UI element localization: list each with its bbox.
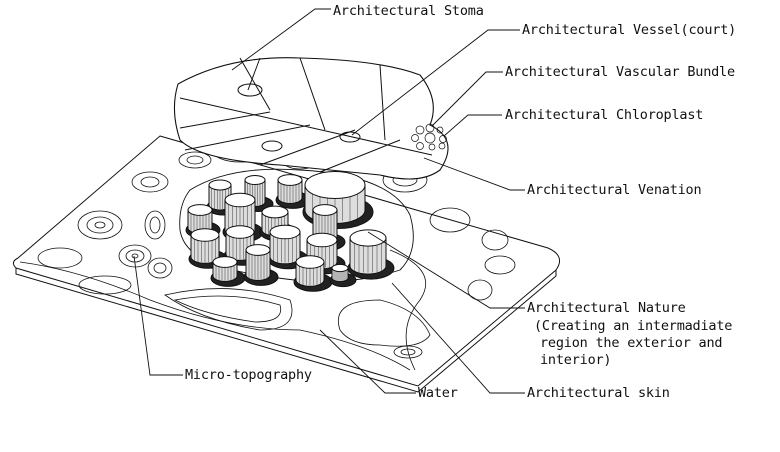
label-architectural-venation: Architectural Venation <box>527 182 702 198</box>
cylinder-top <box>245 244 271 256</box>
architectural-nature-region <box>179 168 414 282</box>
cylinder-top <box>312 204 338 216</box>
leader-nature <box>367 231 525 309</box>
cylinder-top <box>331 263 349 273</box>
micro-topography-contours <box>19 137 516 371</box>
cylinder-top <box>244 175 266 185</box>
label-architectural-nature: Architectural Nature <box>527 300 686 316</box>
cylinder-top <box>269 224 301 240</box>
cylinder-top <box>306 232 338 248</box>
cylinder-top <box>212 256 238 268</box>
leader-skin <box>391 282 525 394</box>
leader-water <box>319 329 416 394</box>
label-architectural-vascular-bundle: Architectural Vascular Bundle <box>505 64 735 80</box>
leader-vascular-bundle <box>431 71 503 127</box>
cylinder-top <box>349 229 387 247</box>
architectural-stoma-plane <box>173 57 449 180</box>
architectural-chloroplast-cluster <box>411 123 447 151</box>
cylinder-top <box>261 205 289 219</box>
leader-chloroplast <box>443 114 502 137</box>
label-architectural-stoma: Architectural Stoma <box>333 3 484 19</box>
architectural-vessel-cylinders <box>185 171 395 292</box>
label-micro-topography: Micro-topography <box>185 367 312 383</box>
leader-lines <box>133 8 525 394</box>
cylinder-top <box>187 204 213 216</box>
leader-vessel <box>351 29 520 136</box>
cylinder-top <box>225 225 255 239</box>
cylinder-top <box>277 174 303 186</box>
label-nature-line-3: interior) <box>540 352 612 368</box>
cylinder-top <box>295 255 325 269</box>
leader-micro-topography <box>133 255 183 376</box>
cylinder-top <box>304 171 366 199</box>
label-water: Water <box>418 385 458 401</box>
cylinder-top <box>224 192 256 208</box>
label-architectural-vessel: Architectural Vessel(court) <box>522 22 737 38</box>
leader-venation <box>423 157 525 191</box>
cylinder-top <box>208 179 232 191</box>
cylinder-top <box>190 228 220 242</box>
label-architectural-skin: Architectural skin <box>527 385 670 401</box>
leader-stoma <box>231 8 331 71</box>
label-nature-line-1: (Creating an intermadiate <box>534 318 733 334</box>
label-nature-line-2: region the exterior and <box>540 335 723 351</box>
label-architectural-chloroplast: Architectural Chloroplast <box>505 107 704 123</box>
